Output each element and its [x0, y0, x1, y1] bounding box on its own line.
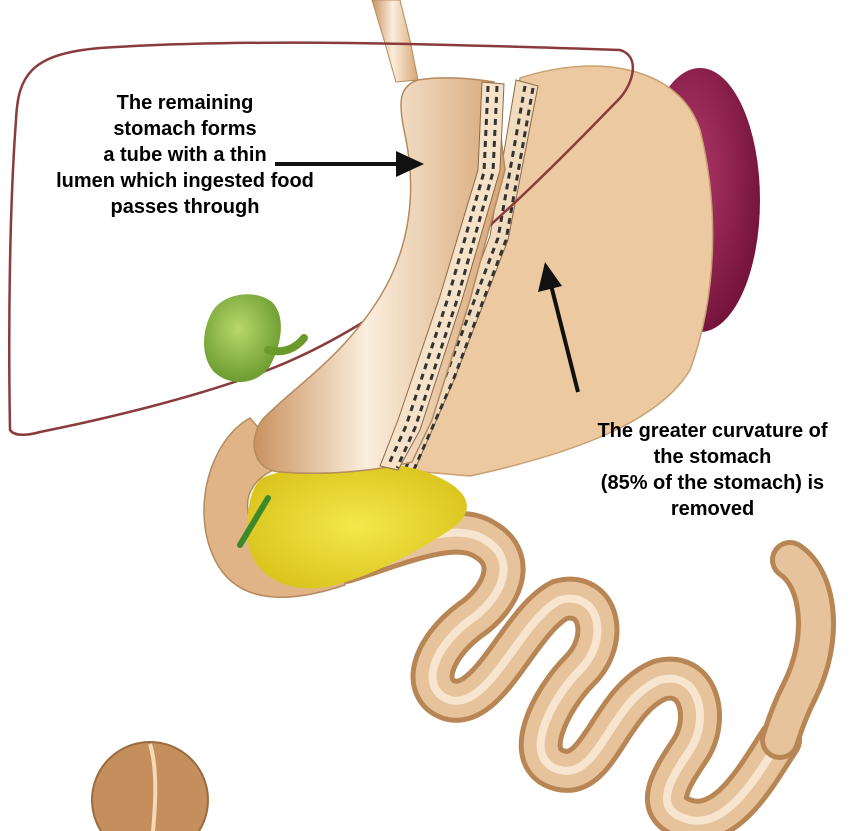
bile-filled-duodenum — [248, 463, 467, 588]
annotation-line: (85% of the stomach) is — [580, 470, 845, 496]
annotation-line: lumen which ingested food — [5, 168, 365, 194]
annotation-line: a tube with a thin — [5, 142, 365, 168]
colon-segment — [92, 742, 208, 831]
remaining-stomach-annotation: The remaining stomach forms a tube with … — [5, 90, 365, 220]
annotation-line: the stomach — [580, 444, 845, 470]
small-intestine — [345, 533, 816, 821]
removed-curvature-annotation: The greater curvature of the stomach (85… — [580, 418, 845, 522]
esophagus — [372, 0, 418, 82]
annotation-line: stomach forms — [5, 116, 365, 142]
annotation-line: The greater curvature of — [580, 418, 845, 444]
annotation-line: passes through — [5, 194, 365, 220]
annotation-line: The remaining — [5, 90, 365, 116]
annotation-line: removed — [580, 496, 845, 522]
